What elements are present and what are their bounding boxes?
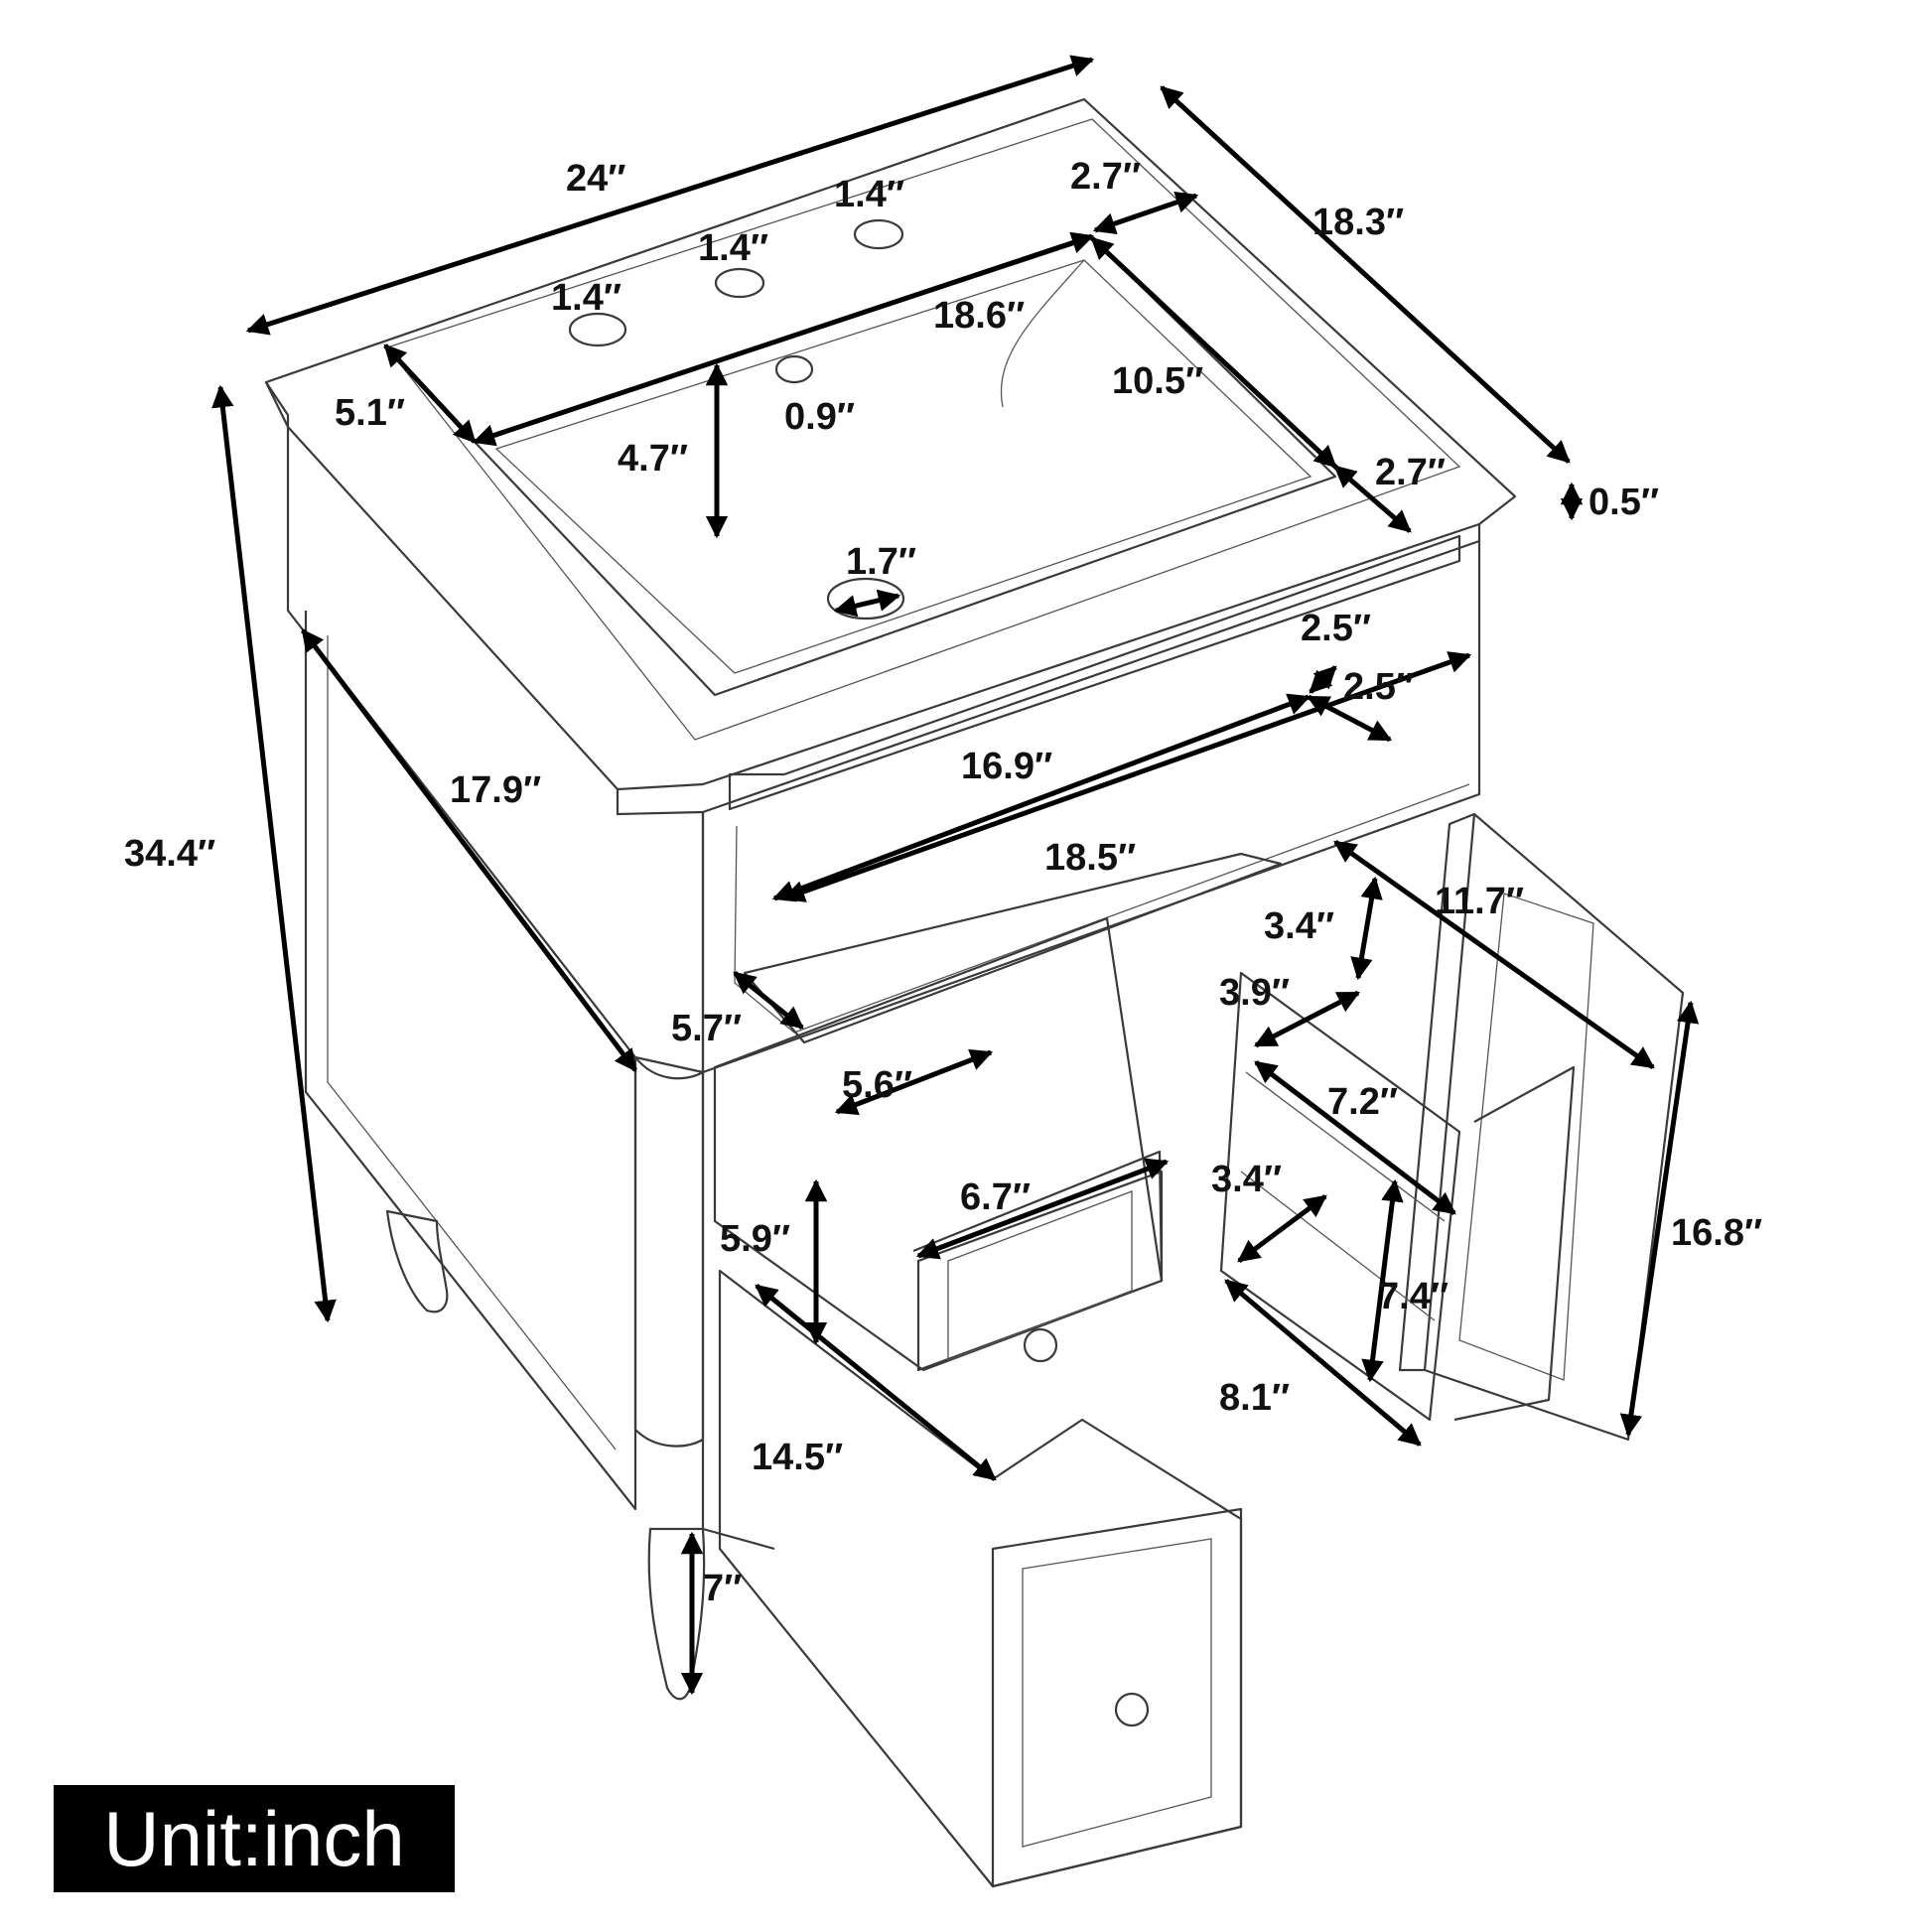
drawer-height-label: 5.9″: [720, 1218, 790, 1260]
cutout-top-label: 3.4″: [1264, 905, 1334, 947]
basin-width-label: 18.6″: [933, 295, 1025, 337]
notch-a-label: 2.5″: [1301, 608, 1371, 649]
upper-drawer-front: [916, 1170, 1164, 1372]
back-leg: [385, 1209, 449, 1313]
overall-height-label: 34.4″: [124, 833, 215, 875]
drain-hole-label: 1.7″: [846, 541, 916, 583]
drawer-depth-label: 14.5″: [752, 1437, 843, 1478]
overall-width-label: 24″: [566, 158, 625, 200]
shelf-width-label: 18.5″: [1044, 837, 1136, 879]
cabinet-side: [286, 427, 705, 1074]
vanity-sketch: [264, 97, 1685, 1888]
door-width-label: 11.7″: [1435, 881, 1524, 922]
cabinet-side-depth-label: 17.9″: [450, 769, 541, 811]
faucet-hole-center-icon: [714, 267, 765, 299]
drawer-box-width-label: 5.6″: [842, 1064, 912, 1106]
inner-height-label: 7.4″: [1378, 1276, 1449, 1317]
lower-drawer-knob-icon: [1114, 1692, 1150, 1727]
unit-label-box: Unit:inch: [54, 1785, 455, 1892]
lower-drawer: [718, 1269, 1243, 1888]
faucet-hole-right-label: 1.4″: [834, 174, 904, 215]
inner-depth-label: 7.2″: [1327, 1081, 1398, 1123]
overflow-hole-label: 0.9″: [784, 396, 855, 438]
top-shelf-width-label: 16.9″: [961, 746, 1052, 787]
basin-inner-depth-label: 4.7″: [618, 438, 688, 480]
drain-hole-icon: [826, 577, 905, 621]
dimension-labels: 24″ 18.3″ 34.4″ 0.5″ 1.4″ 1.4″ 1.4″ 0.9″…: [124, 156, 1762, 1609]
cabinet-front: [701, 541, 1481, 1074]
rim-right-bottom-label: 2.7″: [1375, 452, 1446, 493]
dimension-arrows: [211, 55, 1700, 1696]
faucet-hole-center-label: 1.4″: [698, 227, 768, 269]
notch-b-label: 2.5″: [1343, 666, 1414, 708]
lower-drawer-front: [991, 1507, 1243, 1888]
shelf-height-label: 5.7″: [671, 1008, 742, 1049]
overflow-hole-icon: [774, 354, 814, 384]
drawer-front-width-label: 6.7″: [960, 1176, 1031, 1218]
leg-height-label: 7″: [703, 1568, 742, 1609]
cutout-side-label: 3.9″: [1219, 972, 1290, 1014]
upper-drawer: [713, 916, 1164, 1372]
rim-left-label: 5.1″: [335, 392, 405, 434]
upper-drawer-knob-icon: [1023, 1327, 1058, 1363]
faucet-hole-left-label: 1.4″: [551, 277, 621, 319]
faucet-hole-right-icon: [853, 218, 904, 250]
inner-width-label: 8.1″: [1219, 1377, 1290, 1419]
door-height-label: 16.8″: [1671, 1212, 1762, 1254]
front-column: [633, 1055, 705, 1448]
cutout-bottom-label: 3.4″: [1211, 1159, 1282, 1200]
basin-depth-label: 10.5″: [1112, 360, 1203, 402]
overall-depth-label: 18.3″: [1312, 202, 1404, 243]
unit-label: Unit:inch: [103, 1795, 405, 1882]
top-thickness-label: 0.5″: [1588, 482, 1659, 523]
front-leg: [647, 1527, 706, 1701]
rim-right-top-label: 2.7″: [1070, 156, 1141, 198]
